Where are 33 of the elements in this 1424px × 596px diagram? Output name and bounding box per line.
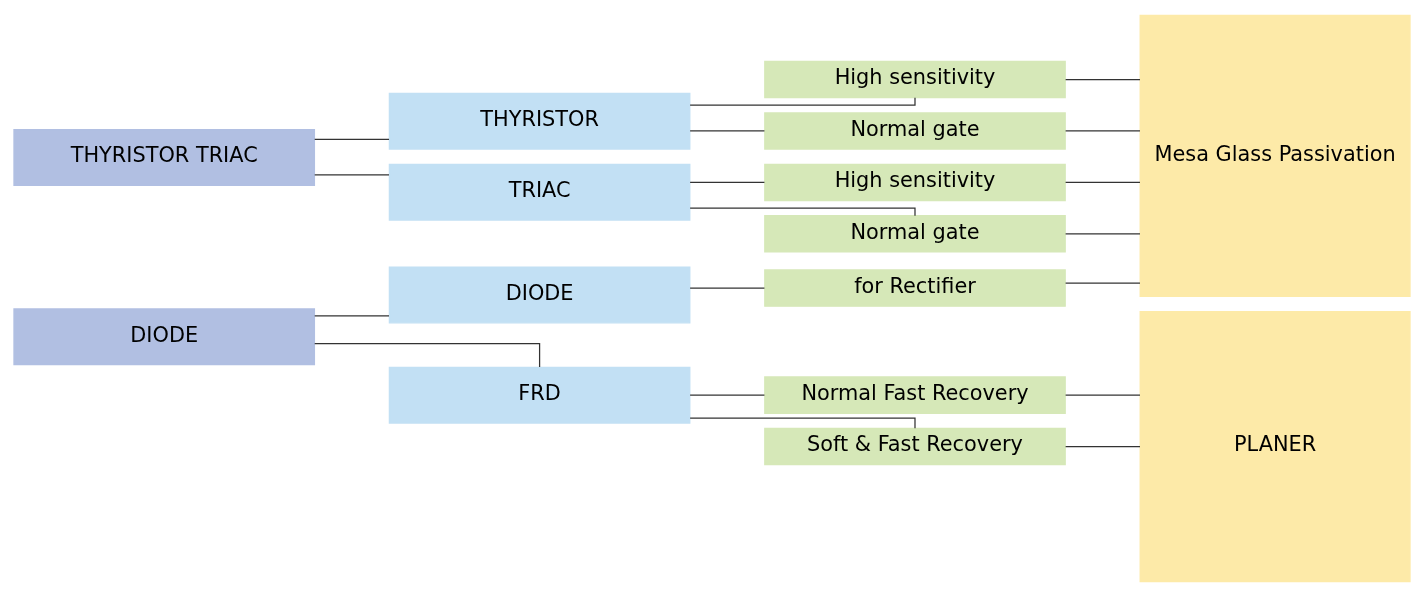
node-box: TRIAC <box>388 163 691 221</box>
node-box: for Rectifier <box>764 268 1066 307</box>
node-box: Normal gate <box>764 111 1066 150</box>
connector <box>1065 78 1141 80</box>
node-box: DIODE <box>13 307 316 365</box>
connector <box>689 96 916 106</box>
connector <box>689 394 766 396</box>
node-box: Normal Fast Recovery <box>764 375 1066 414</box>
connector <box>1065 232 1141 234</box>
connector <box>1065 129 1141 132</box>
node-box: High sensitivity <box>764 60 1066 98</box>
connector <box>314 342 541 368</box>
connector <box>1065 394 1141 396</box>
connector <box>1065 282 1141 284</box>
connector <box>689 207 916 216</box>
node-box: DIODE <box>388 266 691 324</box>
connector <box>689 286 766 289</box>
node-box: Mesa Glass Passivation <box>1139 14 1411 297</box>
node-box: Normal gate <box>764 214 1066 253</box>
node-box: THYRISTOR <box>388 92 691 150</box>
node-box: High sensitivity <box>764 163 1066 201</box>
connector <box>314 138 390 140</box>
connector <box>1065 181 1141 183</box>
node-box: THYRISTOR TRIAC <box>13 128 316 186</box>
connector <box>1065 445 1141 447</box>
connector <box>689 416 916 429</box>
node-box: PLANER <box>1139 310 1411 582</box>
connector <box>689 129 766 132</box>
connector <box>689 181 766 183</box>
node-box: FRD <box>388 366 691 424</box>
connector <box>314 173 390 175</box>
node-box: Soft & Fast Recovery <box>764 427 1066 465</box>
connector <box>314 314 390 316</box>
